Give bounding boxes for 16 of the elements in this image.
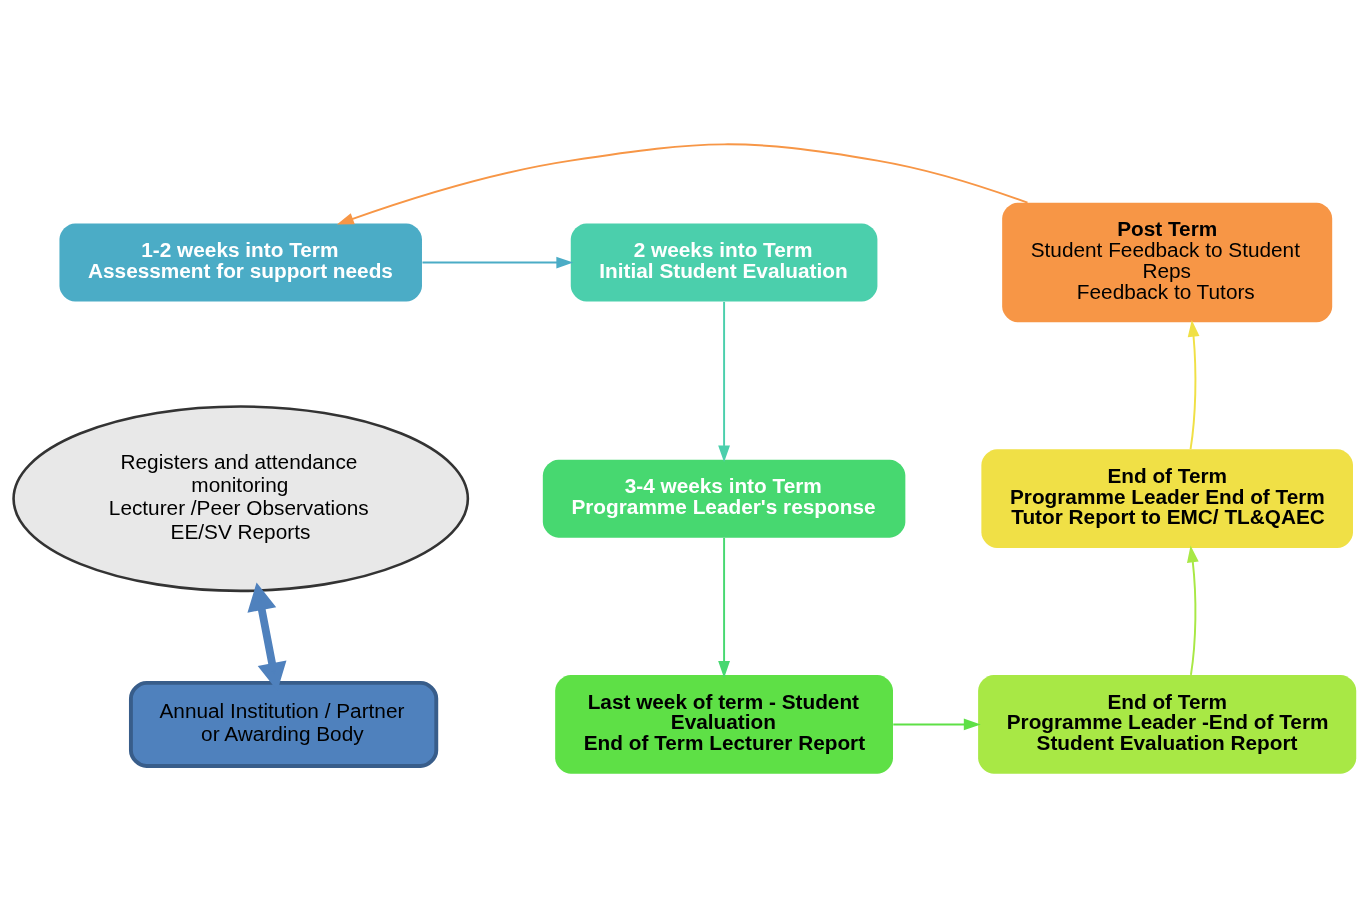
node-box: Annual Institution / Partner or Awarding Body [128, 680, 439, 768]
arrow [421, 256, 574, 269]
arrow [892, 718, 981, 731]
node-box: Last week of term - Student Evaluation End of Term Lecturer Report [555, 675, 893, 774]
arrow [718, 536, 730, 678]
arrow [1187, 319, 1200, 451]
arrow [1186, 545, 1199, 676]
node-box: 2 weeks into Term Initial Student Evaluation [570, 223, 878, 302]
node-box: Post Term Student Feedback to Student Reps Feedback to Tutors [1002, 202, 1333, 323]
arrow [336, 143, 1029, 225]
node-box: 1-2 weeks into Term Assessment for support needs [59, 223, 422, 302]
arrow [718, 300, 730, 463]
node-box: 3-4 weeks into Term Programme Leader's response [542, 459, 906, 538]
node-box: End of Term Programme Leader -End of Term Student Evaluation Report [978, 675, 1357, 774]
node-ellipse: Registers and attendance monitoring Lecturer /Peer Observations EE/SV Reports [12, 405, 470, 593]
node-box: End of Term Programme Leader End of Term Tutor Report to EMC/ TL&QAEC [981, 449, 1353, 549]
